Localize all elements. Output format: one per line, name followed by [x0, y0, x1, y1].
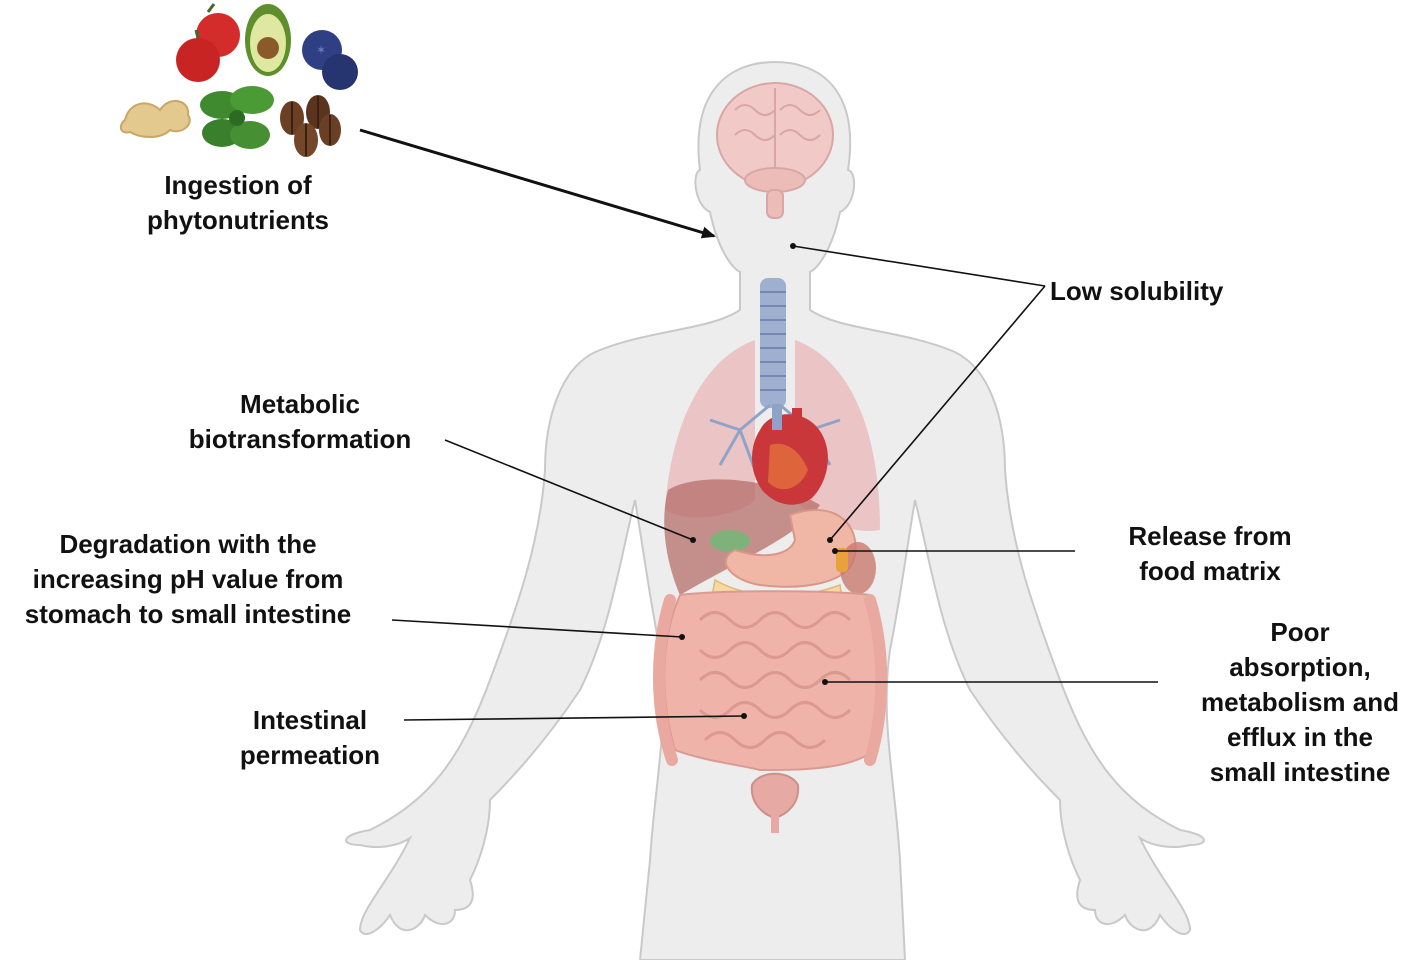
pointer-lines: [359, 128, 1158, 721]
coffee-beans-icon: [280, 95, 341, 157]
low-solubility-label-line: Low solubility: [1050, 276, 1224, 306]
bladder-illustration: [750, 772, 800, 833]
ingestion-arrow: [359, 128, 716, 239]
stomach-illustration: [724, 509, 857, 588]
metabolic-biotransformation-label: Metabolic biotransformation: [160, 387, 440, 457]
gallbladder-illustration: [710, 530, 750, 552]
low-solubility-line-a: [792, 245, 1046, 287]
metabolic-label-line: biotransformation: [188, 424, 412, 454]
apple-icon: [176, 38, 220, 82]
pointer-dots: [679, 243, 838, 719]
intestinal-label-line: Intestinal: [252, 705, 368, 735]
degradation-line: [391, 619, 683, 638]
low-solubility-label: Low solubility: [1050, 274, 1223, 309]
poor-absorption-label-line: efflux in the: [1227, 722, 1373, 752]
food-illustration-group: ✶: [119, 3, 358, 157]
blueberry-icon: [322, 54, 358, 90]
poor-absorption-label-line: metabolism and: [1201, 687, 1399, 717]
heart-illustration: [752, 404, 828, 505]
intestinal-permeation-label: Intestinal permeation: [210, 703, 410, 773]
degradation-label-line: Degradation with the: [59, 529, 317, 559]
release-label-line: food matrix: [1139, 556, 1281, 586]
ingestion-label-line: phytonutrients: [147, 205, 329, 235]
intestinal-label-line: permeation: [239, 740, 381, 770]
poor-absorption-label-line: absorption,: [1229, 652, 1371, 682]
svg-text:✶: ✶: [316, 43, 326, 57]
degradation-label-line: increasing pH value from: [32, 564, 344, 594]
metabolic-line: [444, 439, 694, 541]
ginger-icon: [119, 100, 191, 138]
trachea-illustration: [760, 278, 786, 408]
degradation-label: Degradation with the increasing pH value…: [0, 527, 376, 632]
metabolic-label-line: Metabolic: [240, 389, 360, 419]
degradation-label-line: stomach to small intestine: [24, 599, 352, 629]
leaves-icon: [200, 86, 274, 149]
intestinal-line: [403, 715, 745, 721]
ingestion-label: Ingestion of phytonutrients: [118, 168, 358, 238]
intestines-illustration: [653, 590, 888, 772]
poor-absorption-label-line: small intestine: [1209, 757, 1391, 787]
ingestion-label-line: Ingestion of: [164, 170, 312, 200]
low-solubility-line-b: [829, 285, 1046, 541]
poor-absorption-label: Poor absorption, metabolism and efflux i…: [1183, 615, 1417, 790]
brain-illustration: [716, 82, 834, 219]
release-from-food-matrix-label: Release from food matrix: [1090, 519, 1330, 589]
release-label-line: Release from: [1128, 521, 1292, 551]
poor-absorption-label-line: Poor: [1270, 617, 1330, 647]
